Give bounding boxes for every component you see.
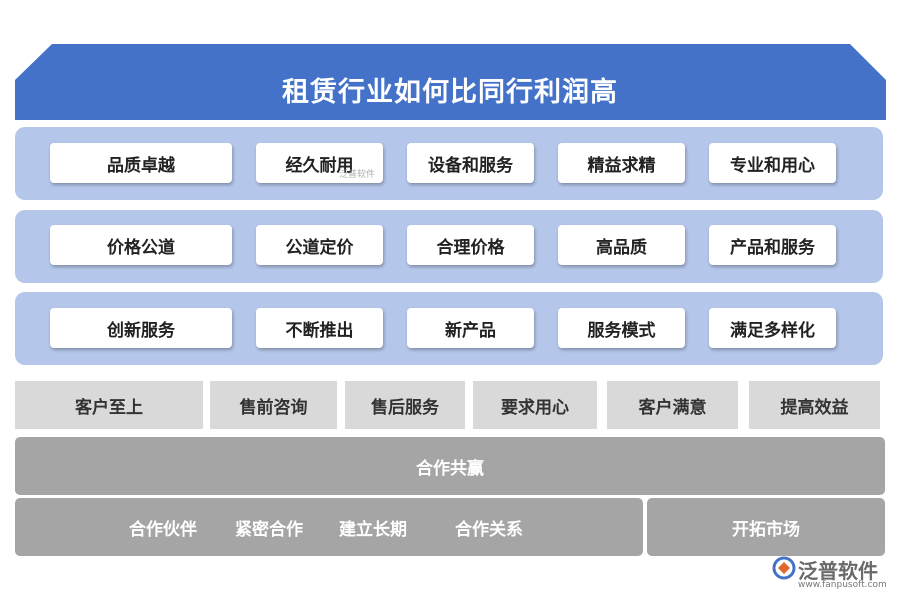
chip-reasonable-price: 合理价格 [407, 225, 534, 265]
grey-aftersales: 售后服务 [345, 381, 465, 429]
partnership-bar: 合作伙伴 紧密合作 建立长期 合作关系 [15, 498, 643, 556]
page-title: 租赁行业如何比同行利润高 [282, 76, 618, 108]
chip-product-service: 产品和服务 [709, 225, 836, 265]
chip-excellence-pursuit: 精益求精 [558, 143, 685, 183]
chip-equipment-service: 设备和服务 [407, 143, 534, 183]
grey-attentive: 要求用心 [473, 381, 597, 429]
grey-customer-first: 客户至上 [15, 381, 203, 429]
win-win-bar: 合作共赢 [15, 437, 885, 495]
grey-satisfaction: 客户满意 [607, 381, 738, 429]
chip-professional-care: 专业和用心 [709, 143, 836, 183]
chip-high-quality: 高品质 [558, 225, 685, 265]
bottom-item-long-term: 建立长期 [339, 520, 407, 540]
roof-banner [15, 44, 886, 120]
grey-efficiency: 提高效益 [749, 381, 880, 429]
chip-innovative-service: 创新服务 [50, 308, 232, 348]
bottom-item-partner: 合作伙伴 [129, 520, 197, 540]
chip-fair-price: 价格公道 [50, 225, 232, 265]
bottom-item-close-coop: 紧密合作 [235, 520, 303, 540]
chip-durable: 经久耐用 [256, 143, 383, 183]
brand-name: 泛普软件 [798, 559, 878, 583]
brand-url: www.fanpusoft.com [798, 580, 887, 590]
market-bar: 开拓市场 [647, 498, 885, 556]
bottom-item-relationship: 合作关系 [455, 520, 523, 540]
chip-fair-pricing: 公道定价 [256, 225, 383, 265]
brand-logo-icon [772, 556, 796, 580]
chip-new-product: 新产品 [407, 308, 534, 348]
chip-quality-excellence: 品质卓越 [50, 143, 232, 183]
watermark: 泛普软件 [339, 170, 376, 180]
grey-presales: 售前咨询 [210, 381, 337, 429]
chip-continuous-launch: 不断推出 [256, 308, 383, 348]
chip-diversity: 满足多样化 [709, 308, 836, 348]
chip-service-model: 服务模式 [558, 308, 685, 348]
